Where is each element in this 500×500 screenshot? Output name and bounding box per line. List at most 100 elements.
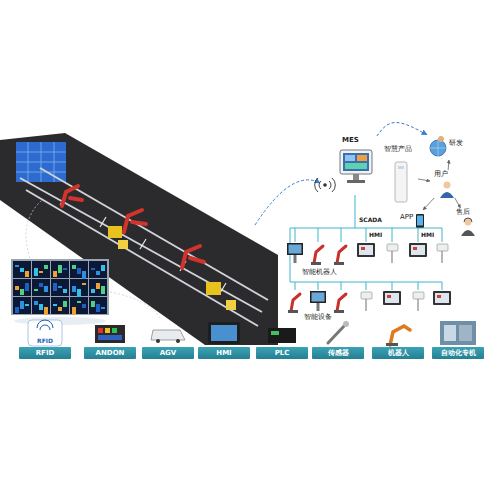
robot-device [337,294,346,311]
hmi-alert [361,247,365,250]
person-body [440,192,454,198]
panel-chart [20,301,24,309]
panel-chart [72,286,76,292]
panel-chart [96,304,100,312]
app-node: APP [400,210,424,234]
rfid-waves [37,320,53,330]
bus-drop [318,282,319,290]
category-tag: AGV [142,347,194,359]
andon-lamp [105,328,110,333]
video-panel [32,297,50,314]
monitor-screen [343,153,369,171]
dotted-arc [26,200,42,258]
hmi-screen [359,245,373,255]
hmi-alert [413,247,417,250]
phone-screen [417,216,423,226]
camera-post [365,299,366,311]
monitor-base [347,180,365,183]
andon-board [95,325,125,343]
agv-wheel [156,339,160,343]
panel-chart [15,265,19,267]
andon-lamp [98,335,122,340]
video-panel [70,261,88,278]
panel-chart [82,283,86,285]
video-panel [51,279,69,296]
bus-drop [392,282,393,290]
sensor-head [343,321,349,327]
node-text: AGV [142,347,194,359]
node-text: 机器人 [372,347,424,359]
video-panel [13,261,31,278]
bus-drop [366,228,367,242]
bus-drop [341,282,342,290]
panel-chart [53,283,57,291]
panel-chart [39,304,43,310]
panel-chart [34,289,38,291]
sensor-probe [328,324,346,343]
panel-chart [25,271,29,277]
category-tag: PLC [256,347,308,359]
video-panel [89,261,107,278]
scada-bus [290,195,442,282]
robot-arm [390,326,410,345]
panel-chart [91,289,95,293]
category-tag: ANDON [84,347,136,359]
panel-chart [101,307,105,309]
person-head [438,136,444,142]
industrial-robot [124,210,146,232]
person-body [461,230,475,236]
bus-drop [318,228,319,242]
hmi-screen [211,325,237,341]
mes-system: MES [330,136,380,194]
flow-connector [455,198,461,208]
robot-base [386,343,398,346]
robot-base [334,310,344,313]
camera-device [437,244,448,251]
panel-chart [34,301,38,305]
machine-window [459,325,472,341]
panel-chart [58,307,62,311]
dotted-arc [110,292,160,318]
panel-screen [312,293,325,302]
panel-chart [15,307,19,313]
panel-chart [34,268,38,276]
phone-icon [416,214,424,228]
video-panel [51,261,69,278]
panel-stand [317,303,320,311]
panel-chart [20,289,24,295]
node-text: 传感器 [312,347,364,359]
product-display [398,166,404,169]
robot-device [291,294,300,311]
video-panel [89,279,107,296]
hmi-screen [411,245,425,255]
panel-chart [44,265,48,269]
dashboard-tile [345,155,355,161]
monitor-stand [353,174,359,180]
panel-chart [82,271,86,279]
node-text: 用户 [434,170,464,178]
panel-device [310,291,326,303]
node-text: HMI [198,347,250,359]
node-text: 研发 [449,139,473,147]
warehouse-rack [16,142,66,182]
panel-chart [101,265,105,271]
node-text: 智慧产品 [384,145,418,153]
video-panel [70,297,88,314]
panel-chart [25,304,29,306]
data-uplink [255,180,320,225]
dashboard-tile [357,155,367,161]
bus-drop [366,282,367,290]
plc-unit [268,328,296,343]
category-tag: 机器人 [372,347,424,359]
robot-base [334,262,344,265]
camera-device [387,244,398,251]
category-tag: 自动化专机 [432,347,484,359]
robot-base [288,310,298,313]
device-label: 智能机器人 [302,269,337,276]
dashboard-tile [345,163,367,169]
panel-chart [63,268,67,270]
hmi-device [409,243,427,257]
panel-chart [39,271,43,273]
